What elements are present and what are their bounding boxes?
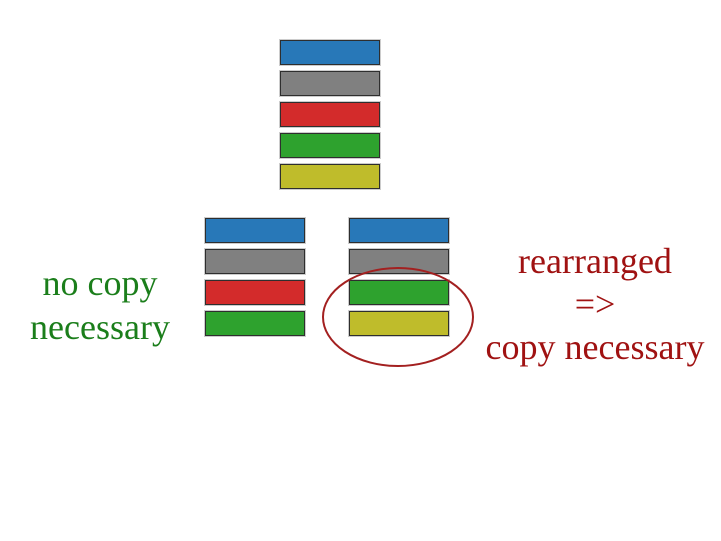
bar-gray bbox=[280, 71, 380, 96]
stack-no-copy bbox=[205, 218, 305, 342]
no-copy-line2: necessary bbox=[30, 307, 170, 347]
stack-original bbox=[280, 40, 380, 195]
bar-blue bbox=[205, 218, 305, 243]
copy-necessary-line3: copy necessary bbox=[485, 327, 705, 367]
bar-red bbox=[280, 102, 380, 127]
bar-red bbox=[205, 280, 305, 305]
bar-green bbox=[205, 311, 305, 336]
no-copy-line1: no copy bbox=[42, 263, 158, 303]
bar-yellow bbox=[349, 311, 449, 336]
bar-yellow bbox=[280, 164, 380, 189]
copy-necessary-label: rearranged => copy necessary bbox=[478, 240, 712, 369]
bar-green bbox=[349, 280, 449, 305]
bar-green bbox=[280, 133, 380, 158]
bar-blue bbox=[349, 218, 449, 243]
copy-necessary-line1: rearranged bbox=[518, 241, 672, 281]
copy-necessary-line2: => bbox=[574, 284, 616, 324]
stack-rearranged bbox=[349, 218, 449, 342]
bar-gray bbox=[349, 249, 449, 274]
bar-blue bbox=[280, 40, 380, 65]
bar-gray bbox=[205, 249, 305, 274]
no-copy-label: no copy necessary bbox=[0, 261, 200, 349]
